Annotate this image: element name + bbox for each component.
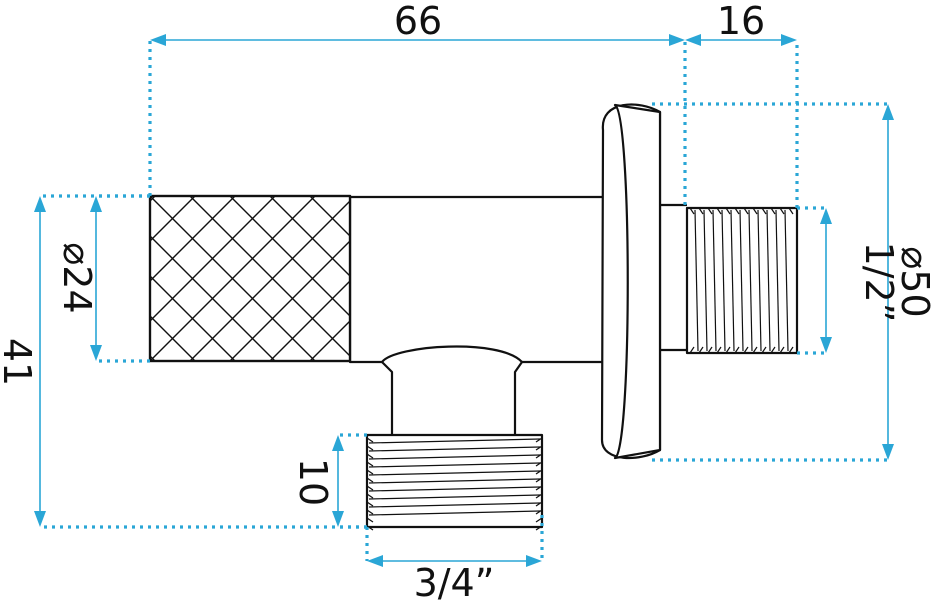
arrow-head <box>669 34 685 46</box>
flange <box>600 103 687 460</box>
dim-inlet-length-label: 10 <box>291 458 335 506</box>
dim-handle-diameter-label: ⌀24 <box>55 242 99 313</box>
dim-inlet-thread-label: 3/4” <box>414 561 495 603</box>
dim-height-label: 41 <box>0 338 39 386</box>
dimension-lines <box>34 34 894 567</box>
valve-main-body <box>348 195 617 364</box>
outlet-thread <box>685 206 799 355</box>
knurled-handle <box>148 194 352 363</box>
outlet-thread-lines <box>689 207 794 354</box>
dim-flange-diameter-label: ⌀50 <box>893 246 934 317</box>
dim-outlet-length-label: 16 <box>717 0 765 43</box>
diameter-symbol: ⌀ <box>55 242 99 265</box>
arrow-head <box>150 34 166 46</box>
inlet-thread <box>365 433 544 531</box>
dim-outlet-thread-label: 1/2” <box>857 242 901 323</box>
inlet-thread-lines <box>366 437 543 531</box>
dim-handle-diameter-value: 24 <box>55 265 99 313</box>
dim-length-label: 66 <box>394 0 442 43</box>
valve-body <box>348 195 617 442</box>
diameter-symbol: ⌀ <box>893 246 934 269</box>
dim-flange-diameter-value: 50 <box>893 269 934 317</box>
valve-neck <box>380 345 524 442</box>
knurl-pattern <box>150 196 350 361</box>
